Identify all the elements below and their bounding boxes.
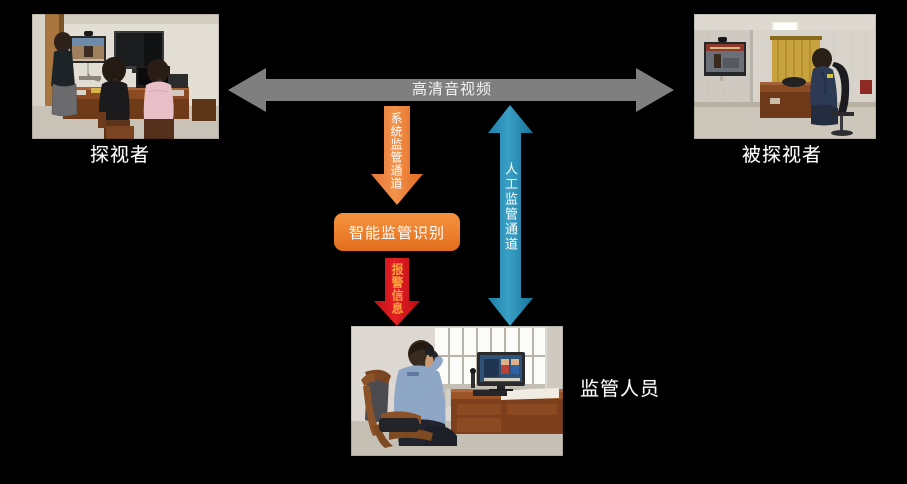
photo-supervisor-image (351, 326, 563, 456)
photo-visitor-image (32, 14, 219, 139)
connector-system-supervision-channel (371, 106, 423, 205)
caption-supervisor: 监管人员 (580, 379, 661, 400)
hd-av-arrow-shape (228, 68, 674, 112)
photo-visited (694, 14, 876, 139)
connector-hd-audio-video (228, 67, 674, 113)
photo-supervisor (351, 326, 563, 456)
caption-visitor: 探视者 (90, 145, 151, 166)
manual-channel-arrow-shape (488, 105, 533, 326)
photo-visited-image (694, 14, 876, 139)
connector-manual-supervision-channel (488, 105, 533, 326)
photo-visitor (32, 14, 219, 139)
alarm-info-arrow-shape (374, 258, 420, 326)
connector-alarm-info (374, 258, 420, 326)
system-channel-arrow-shape (371, 106, 423, 205)
caption-visited: 被探视者 (742, 145, 823, 166)
process-box-label: 智能监管识别 (348, 224, 445, 242)
process-intelligent-supervision-recognition[interactable]: 智能监管识别 (334, 213, 460, 251)
